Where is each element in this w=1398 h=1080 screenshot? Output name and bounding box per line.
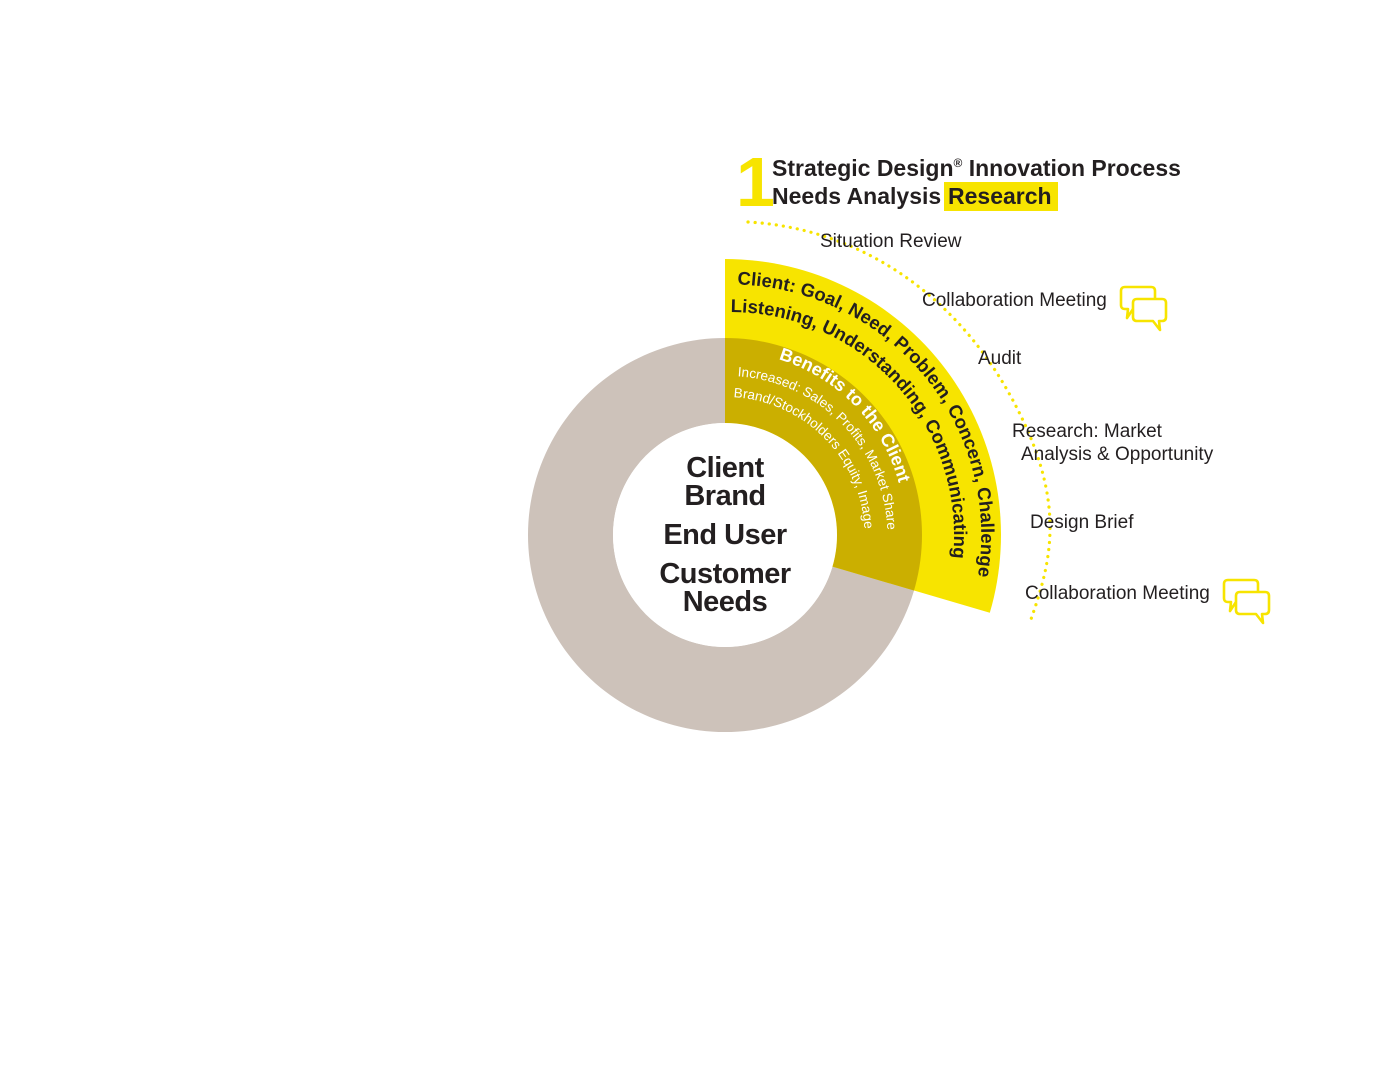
header-title: Strategic Design	[772, 155, 954, 181]
process-timeline	[746, 220, 1052, 624]
center-label: Client Brand End User Customer Needs	[659, 452, 791, 618]
center-disk	[613, 423, 837, 647]
center-line-needs: Needs	[683, 586, 768, 618]
step-research-market: Research: Market	[1012, 421, 1163, 442]
header-line-2: Needs Analysis	[772, 183, 941, 209]
registered-mark: ®	[954, 156, 963, 170]
center-line-brand: Brand	[684, 480, 765, 512]
step-collaboration-meeting-2: Collaboration Meeting	[1025, 583, 1210, 604]
center-line-client: Client	[686, 452, 764, 484]
center-line-end-user: End User	[663, 519, 787, 551]
speech-bubbles-icon	[1119, 285, 1168, 332]
step-audit: Audit	[978, 348, 1022, 369]
header-title-rest: Innovation Process	[962, 155, 1181, 181]
speech-bubbles-icon	[1222, 578, 1271, 625]
step-situation-review: Situation Review	[820, 231, 962, 252]
header-subtitle: Needs Analysis	[772, 183, 941, 209]
phase-number: 1	[736, 143, 775, 221]
center-line-customer: Customer	[659, 558, 791, 590]
header-line-1: Strategic Design® Innovation Process	[772, 155, 1181, 181]
research-label: Research	[948, 183, 1052, 209]
step-collaboration-meeting-1: Collaboration Meeting	[922, 290, 1107, 311]
step-design-brief: Design Brief	[1030, 512, 1134, 533]
step-research-analysis: Analysis & Opportunity	[1021, 444, 1214, 465]
research-highlight	[944, 182, 1058, 211]
